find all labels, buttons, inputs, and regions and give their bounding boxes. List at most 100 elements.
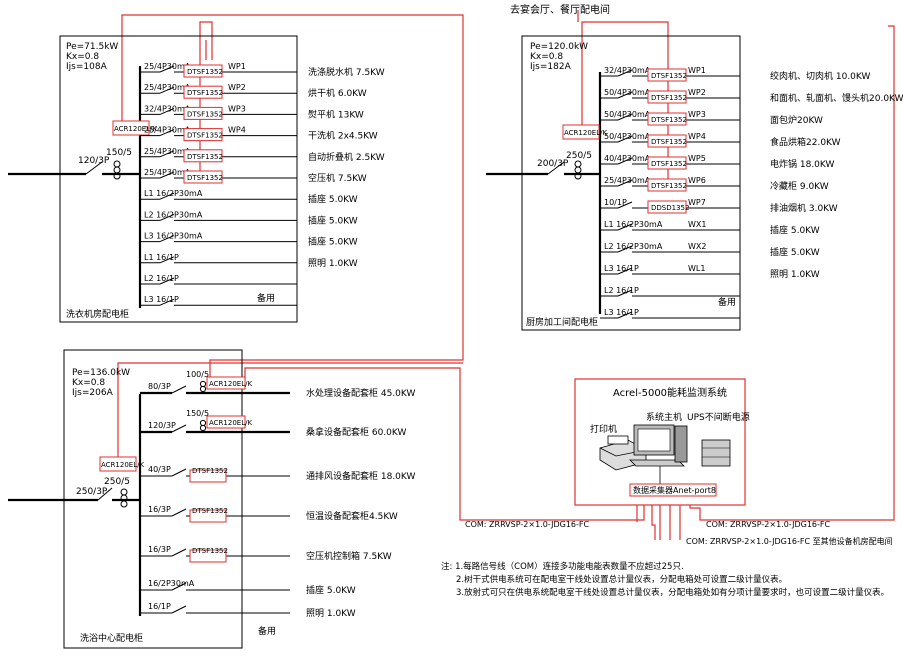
bath-circuit-row: 16/3P DTSF1352 恒温设备配套柜4.5KW [140,505,398,523]
laundry-load-label: 插座 5.0KW [308,193,358,205]
computer-icon [629,424,688,467]
kitchen-breaker-label: 50/4P30mA [604,132,651,141]
kitchen-meter-label: DTSF1352 [651,160,687,168]
kitchen-meter-label: DTSF1352 [651,72,687,80]
kitchen-load-label: 照明 1.0KW [770,269,820,280]
bath-meter-label: DTSF1352 [192,507,228,515]
laundry-main-breaker: 120/3P [78,156,110,166]
laundry-param-pe: Pe=71.5kW [66,42,118,52]
bath-breaker-label: 16/3P [148,505,171,514]
kitchen-wp-label: WP5 [688,154,706,163]
com-bottom-label: COM: ZRRVSP-2×1.0-JDG16-FC 至其他设备机房配电间 [686,536,893,546]
laundry-spare: 备用 [257,292,275,304]
top-note: 去宴会厅、餐厅配电间 [510,3,610,16]
kitchen-wp-label: WX1 [688,220,706,229]
ups-label: UPS不间断电源 [687,411,750,423]
bath-title: 洗浴中心配电柜 [80,632,143,644]
bath-breaker-label: 40/3P [148,465,171,474]
collector-label: 数据采集器Anet-port8 [633,485,716,495]
bath-breaker-label: 16/1P [148,602,171,611]
kitchen-circuit-row: L3 16/1P [600,308,740,319]
laundry-circuit-row: L1 16/2P30mA 插座 5.0KW [140,189,358,205]
laundry-circuit-row: L3 16/2P30mA 插座 5.0KW [140,232,358,248]
kitchen-load-label: 绞肉机、切肉机 10.0KW [770,70,870,82]
note-2: 2.树干式供电系统可在配电室干线处设置总计量仪表，分配电箱处可设置二级计量仪表。 [456,574,787,585]
kitchen-load-label: 插座 5.0KW [770,224,820,236]
laundry-breaker-label: L3 16/1P [144,295,179,304]
laundry-circuit-row: L2 16/2P30mA 插座 5.0KW [140,210,358,226]
bath-load-label: 通排风设备配套柜 18.0KW [306,470,415,482]
bath-load-label: 插座 5.0KW [306,584,356,596]
laundry-breaker-label: 25/4P30mA [144,147,191,156]
kitchen-meter-label: DTSF1352 [651,138,687,146]
laundry-meter: ACR120EL/K [114,125,157,133]
note-3: 3.放射式可只在供电系统配电室干线处设置总计量仪表，分配电箱处如有分项计量要求时… [456,587,889,598]
kitchen-breaker-label: 50/4P30mA [604,88,651,97]
bath-param-ijs: Ijs=206A [72,388,114,398]
com-left-label: COM: ZRRVSP-2×1.0-JDG16-FC [465,520,590,529]
kitchen-param-ijs: Ijs=182A [530,62,572,72]
laundry-breaker-label: 25/4P30mA [144,83,191,92]
laundry-load-label: 插座 5.0KW [308,214,358,226]
laundry-breaker-label: 25/4P30mA [144,62,191,71]
kitchen-load-label: 和面机、轧面机、馒头机20.0KW [770,92,903,104]
kitchen-ct: 250/5 [566,151,592,161]
laundry-breaker-label: L1 16/1P [144,253,179,262]
kitchen-wp-label: WP3 [688,110,706,119]
laundry-load-label: 插座 5.0KW [308,236,358,248]
bath-param-kx: Kx=0.8 [72,378,105,388]
laundry-panel [8,35,298,323]
monitor-system [574,378,746,506]
com-right-label: COM: ZRRVSP-2×1.0-JDG16-FC [706,520,831,529]
bath-meter: ACR120EL/K [101,461,144,469]
com-bus-lines [117,10,895,540]
kitchen-wp-label: WP1 [688,66,706,75]
kitchen-wp-label: WP4 [688,132,706,141]
laundry-load-label: 熨平机 13KW [308,108,364,120]
kitchen-breaker-label: 10/1P [604,198,627,207]
kitchen-main-breaker: 200/3P [537,159,569,169]
bath-meter-label: ACR120EL/K [209,380,252,388]
kitchen-breaker-label: L2 16/1P [604,286,639,295]
bath-ct: 250/5 [104,477,130,487]
kitchen-wp-label: WL1 [688,264,705,273]
kitchen-load-label: 冷藏柜 9.0KW [770,180,829,192]
bath-load-label: 水处理设备配套柜 45.0KW [306,387,415,399]
bath-meter-label: DTSF1352 [192,467,228,475]
kitchen-spare: 备用 [718,296,736,308]
laundry-breaker-label: L3 16/2P30mA [144,232,203,241]
kitchen-wp-label: WX2 [688,242,706,251]
laundry-load-label: 干洗机 2x4.5KW [308,130,378,142]
laundry-circuit-row: L3 16/1P [140,295,297,306]
bath-main-breaker: 250/3P [76,487,108,497]
bath-ct-label: 150/5 [186,409,209,418]
kitchen-meter-label: DTSF1352 [651,116,687,124]
laundry-breaker-label: L2 16/2P30mA [144,210,203,219]
laundry-load-label: 自动折叠机 2.5KW [308,151,385,163]
bath-load-label: 恒温设备配套柜4.5KW [306,510,398,522]
laundry-breaker-label: 25/4P30mA [144,126,191,135]
kitchen-breaker-label: L3 16/1P [604,308,639,317]
laundry-breaker-label: L1 16/2P30mA [144,189,203,198]
kitchen-breaker-label: 40/4P30mA [604,154,651,163]
laundry-meter-label: DTSF1352 [187,132,223,140]
kitchen-circuit-row: L2 16/1P [600,286,740,297]
laundry-meter-label: DTSF1352 [187,110,223,118]
laundry-load-label: 烘干机 6.0KW [308,87,367,99]
laundry-wp-label: WP2 [228,83,246,92]
